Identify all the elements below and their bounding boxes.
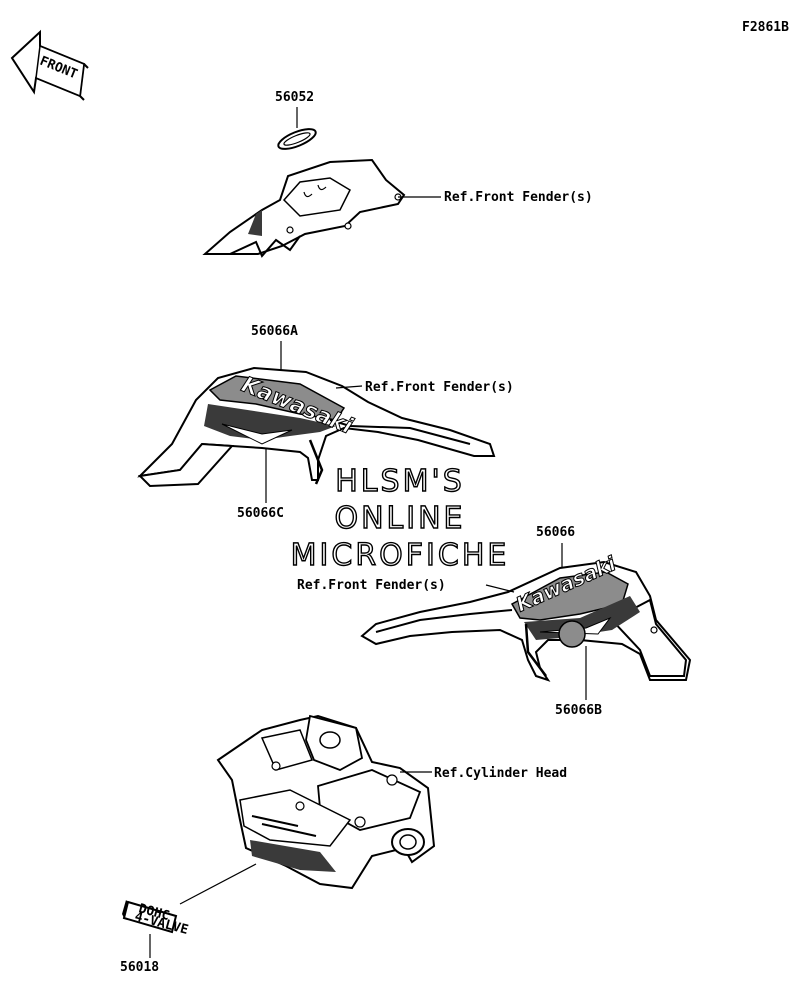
front-arrow-icon: FRONT xyxy=(10,29,89,101)
leader-ref-fender-3 xyxy=(485,584,515,593)
callout-56066B: 56066B xyxy=(555,703,602,718)
watermark-line-3: MICROFICHE xyxy=(291,538,510,573)
front-fender-lower: Kawasaki xyxy=(360,550,692,682)
figure-code: F2861B xyxy=(742,20,789,35)
leader-ref-fender-2 xyxy=(335,385,363,389)
front-fender-upper xyxy=(202,158,406,258)
callout-56052: 56052 xyxy=(275,90,314,105)
emblem-56066B xyxy=(558,620,586,648)
callout-ref-front-fender-3: Ref.Front Fender(s) xyxy=(297,578,446,593)
callout-ref-cylinder-head: Ref.Cylinder Head xyxy=(434,766,567,781)
watermark-line-1: HLSM'S xyxy=(335,464,465,499)
watermark: HLSM'S ONLINE MICROFICHE xyxy=(290,463,510,573)
seal-56052 xyxy=(277,128,317,150)
callout-56066A: 56066A xyxy=(251,324,298,339)
front-fender-middle: Kawasaki xyxy=(137,366,496,488)
callout-56066: 56066 xyxy=(536,525,575,540)
cylinder-head xyxy=(216,714,436,890)
callout-56018: 56018 xyxy=(120,960,159,975)
watermark-line-2: ONLINE xyxy=(334,501,465,536)
callout-56066C: 56066C xyxy=(237,506,284,521)
callout-ref-front-fender-2: Ref.Front Fender(s) xyxy=(365,380,514,395)
valve-label-56018: DOHC 4-VALVE xyxy=(122,900,190,938)
callout-ref-front-fender-1: Ref.Front Fender(s) xyxy=(444,190,593,205)
leader-56018 xyxy=(179,863,257,905)
